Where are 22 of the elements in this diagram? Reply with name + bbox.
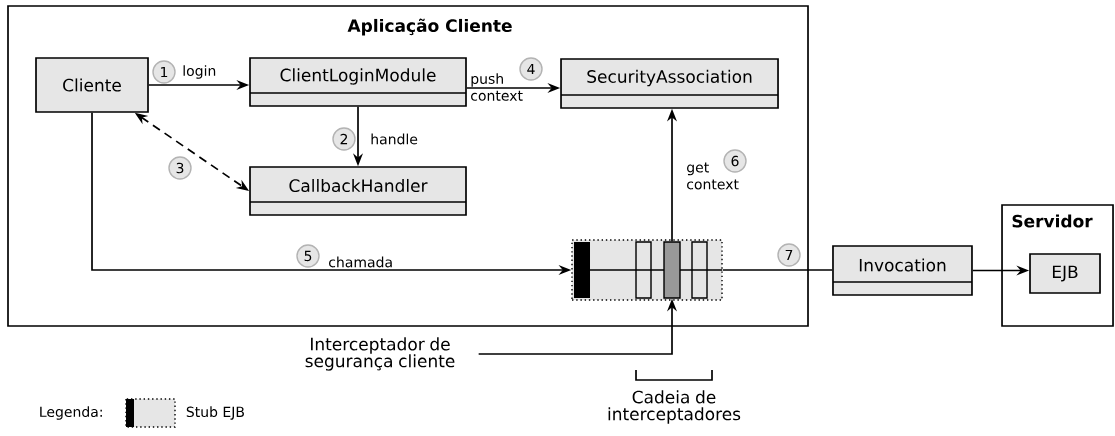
legend-text: Stub EJB: [186, 406, 244, 420]
class-box: CallbackHandler: [249, 166, 467, 216]
class-box: SecurityAssociation: [560, 58, 779, 109]
callout-text: Interceptador de segurança cliente: [305, 337, 455, 371]
class-box: Invocation: [832, 245, 973, 296]
container-title: Aplicação Cliente: [347, 18, 512, 36]
edge-label: handle: [371, 133, 418, 145]
step-number: 7: [777, 243, 801, 267]
step-number: 1: [152, 60, 176, 84]
interceptor-bar: [663, 241, 681, 299]
step-number: 3: [168, 156, 192, 180]
step-number: 5: [296, 244, 320, 268]
legend-title: Legenda:: [40, 406, 102, 420]
step-number: 4: [519, 57, 543, 81]
class-box: EJB: [1029, 253, 1101, 294]
class-box: ClientLoginModule: [249, 57, 467, 107]
container-title: Servidor: [1012, 214, 1093, 228]
edge-label: chamada: [329, 256, 392, 268]
edge-label: login: [183, 65, 216, 79]
class-box: Cliente: [35, 57, 149, 113]
bracket-label: Cadeia de interceptadores: [608, 390, 741, 424]
step-number: 2: [332, 127, 356, 151]
